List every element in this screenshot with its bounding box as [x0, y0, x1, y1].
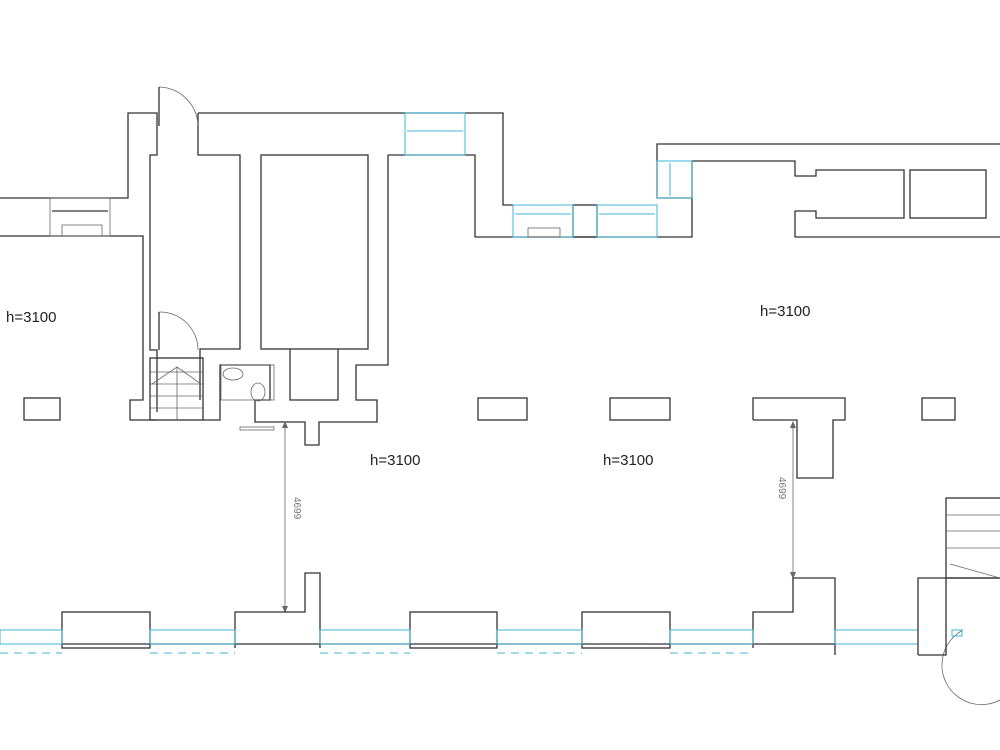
toilet-icon — [250, 382, 266, 402]
dimension-lines — [282, 421, 796, 613]
dimension-label-right: 4699 — [776, 477, 787, 500]
room-label-center: h=3100 — [370, 452, 421, 469]
facade-windows — [0, 629, 963, 654]
room-label-right: h=3100 — [760, 303, 811, 320]
sink-icon — [222, 367, 244, 381]
stairs-right — [945, 497, 1000, 579]
doors — [158, 86, 1000, 705]
bathroom — [220, 364, 275, 431]
windows-upper — [49, 112, 693, 238]
facade — [0, 572, 1000, 656]
stairs-left — [149, 357, 204, 421]
room-label-center-right: h=3100 — [603, 452, 654, 469]
room-label-left: h=3100 — [6, 309, 57, 326]
pillars — [23, 397, 956, 479]
dimension-label-left: 4699 — [291, 497, 302, 520]
